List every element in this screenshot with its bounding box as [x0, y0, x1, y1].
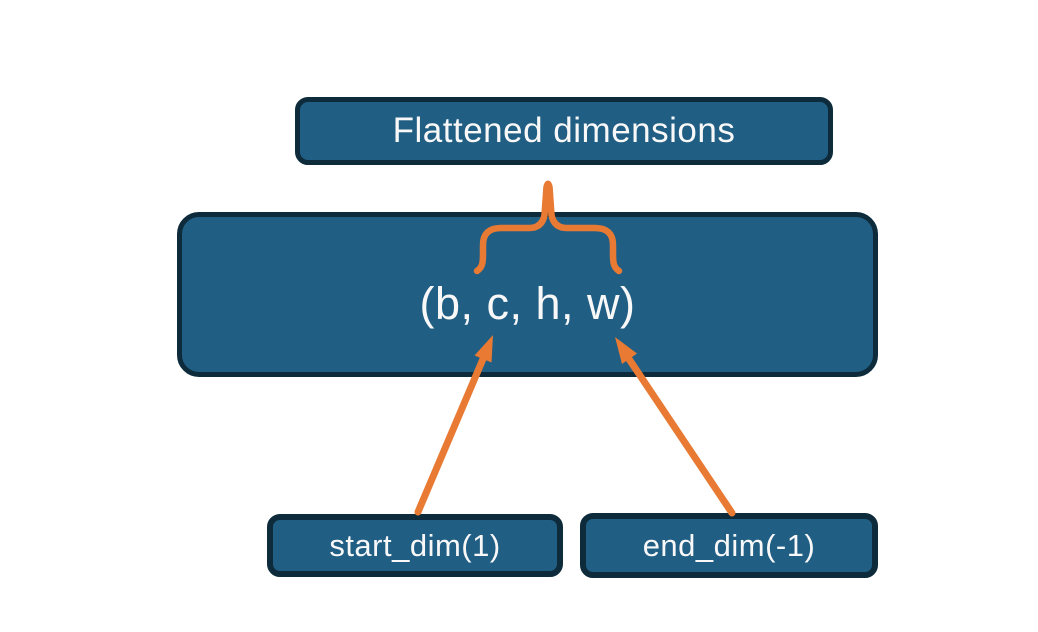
- start-dim-box: start_dim(1): [267, 514, 563, 577]
- end-dim-box: end_dim(-1): [580, 513, 878, 578]
- start-dim-label: start_dim(1): [329, 527, 501, 563]
- flattened-dimensions-box: Flattened dimensions: [295, 97, 833, 165]
- tensor-shape-label: (b, c, h, w): [419, 277, 636, 329]
- tensor-shape-box: (b, c, h, w): [177, 212, 878, 377]
- flattened-dimensions-label: Flattened dimensions: [392, 111, 736, 150]
- end-dim-label: end_dim(-1): [642, 527, 816, 563]
